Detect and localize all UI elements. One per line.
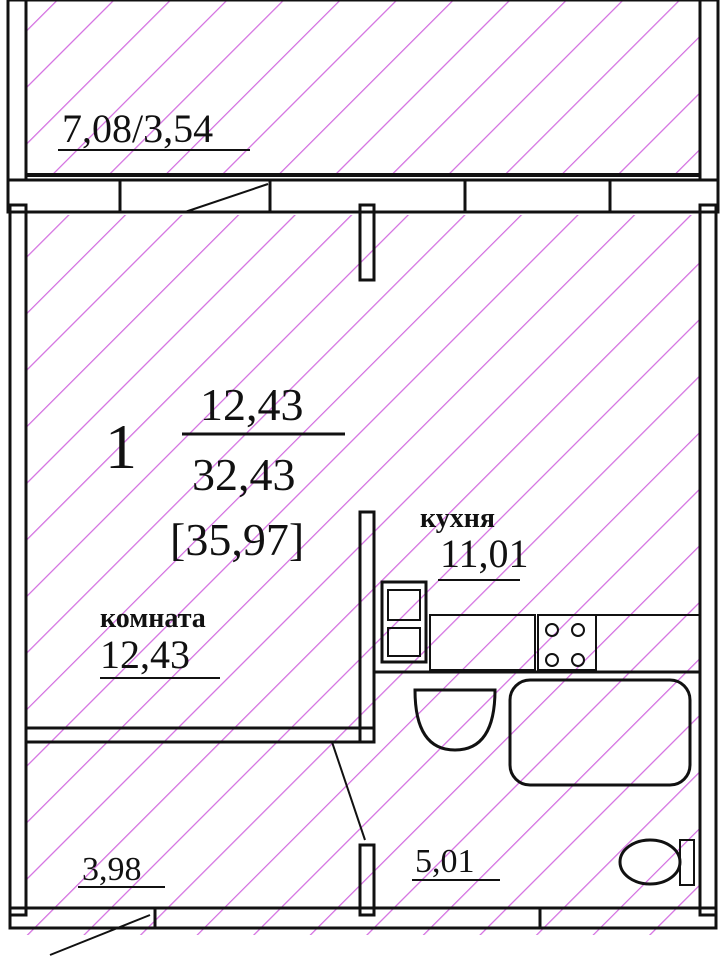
kitchen-label: кухня <box>420 503 495 534</box>
walls <box>6 0 720 956</box>
fridge-icon <box>380 580 428 664</box>
stove-icon <box>537 614 597 671</box>
kitchen-area: 11,01 <box>440 531 529 576</box>
room-count: 1 <box>105 411 137 482</box>
apartment-hatch <box>26 215 700 935</box>
balcony-hatch <box>26 0 700 175</box>
living-area: 12,43 <box>200 379 304 430</box>
balcony-area: 7,08/3,54 <box>62 106 213 151</box>
room-area: 12,43 <box>100 632 190 677</box>
area-labels: 7,08/3,54 1 12,43 32,43 [35,97] комната … <box>58 106 529 888</box>
hall-area: 3,98 <box>82 851 142 888</box>
total-area-with-balcony: [35,97] <box>170 514 304 565</box>
bathtub-icon <box>508 678 692 787</box>
room-label: комната <box>100 603 206 634</box>
bathroom-area: 5,01 <box>415 843 475 880</box>
total-area: 32,43 <box>192 449 296 500</box>
bathroom-fixtures <box>413 678 695 886</box>
sink-icon <box>429 614 536 671</box>
washbasin-icon <box>413 688 497 752</box>
kitchen-fixtures <box>380 580 700 671</box>
